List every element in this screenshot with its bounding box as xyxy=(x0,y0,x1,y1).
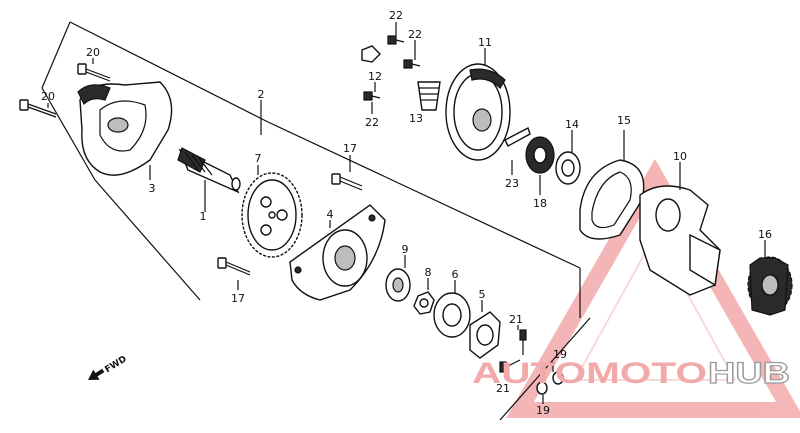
part-labels: 20 20 2 3 1 7 17 4 17 9 8 6 5 21 21 19 1… xyxy=(41,9,772,417)
bolt-22-lower xyxy=(363,91,381,101)
fwd-label: FWD xyxy=(103,354,128,375)
label-part-7: 7 xyxy=(255,152,262,165)
label-part-22-mid: 22 xyxy=(408,28,422,41)
label-part-16: 16 xyxy=(758,228,772,241)
label-part-21-lower: 21 xyxy=(496,382,510,395)
label-part-12: 12 xyxy=(368,70,382,83)
flange-part-10 xyxy=(639,185,721,296)
watermark-text: AUTOMOTO HUB xyxy=(472,356,791,390)
washer-19-upper xyxy=(552,371,564,385)
bolt-17-upper xyxy=(331,173,363,191)
label-part-1: 1 xyxy=(200,210,207,223)
label-part-22-lower: 22 xyxy=(365,116,379,129)
washer-19-lower xyxy=(536,381,548,395)
assembly-frame xyxy=(41,21,591,421)
label-part-20-lower: 20 xyxy=(41,90,55,103)
label-part-9: 9 xyxy=(402,243,409,256)
bolt-22-top xyxy=(387,35,405,45)
label-part-3: 3 xyxy=(149,182,156,195)
label-part-4: 4 xyxy=(327,208,334,221)
label-part-17-lower: 17 xyxy=(231,292,245,305)
watermark-text-secondary: HUB xyxy=(708,357,790,390)
label-part-18: 18 xyxy=(533,197,547,210)
label-part-22-top: 22 xyxy=(389,9,403,22)
label-part-19-upper: 19 xyxy=(553,348,567,361)
label-part-19-lower: 19 xyxy=(536,404,550,417)
label-part-23: 23 xyxy=(505,177,519,190)
cover-part-4 xyxy=(289,204,386,301)
plate-part-5 xyxy=(469,311,501,359)
label-part-20-upper: 20 xyxy=(86,46,100,59)
part-9 xyxy=(385,268,411,302)
label-part-5: 5 xyxy=(479,288,486,301)
housing-part-11 xyxy=(445,63,511,161)
label-part-21-upper: 21 xyxy=(509,313,523,326)
gear-part-7 xyxy=(241,172,303,258)
screw-21-upper xyxy=(519,329,527,355)
bolt-20-lower xyxy=(19,99,57,118)
fwd-arrow-icon xyxy=(88,368,105,380)
label-part-13: 13 xyxy=(409,112,423,125)
label-part-11: 11 xyxy=(478,36,492,49)
label-part-14: 14 xyxy=(565,118,579,131)
label-part-15: 15 xyxy=(617,114,631,127)
label-part-6: 6 xyxy=(452,268,459,281)
label-part-17-upper: 17 xyxy=(343,142,357,155)
part-12 xyxy=(361,45,381,63)
gasket-part-15 xyxy=(579,159,645,240)
bolt-22-mid xyxy=(403,59,421,69)
part-8 xyxy=(413,291,435,315)
pin-part-23 xyxy=(504,126,531,147)
screw-21-lower xyxy=(499,359,521,373)
watermark-triangle xyxy=(506,158,800,418)
label-part-8: 8 xyxy=(425,266,432,279)
cover-part-3 xyxy=(77,81,173,176)
starter-shaft-part-1 xyxy=(177,147,241,194)
leader-lines xyxy=(47,22,766,404)
collar-part-18 xyxy=(525,136,555,174)
label-part-2: 2 xyxy=(258,88,265,101)
label-part-10: 10 xyxy=(673,150,687,163)
spring-part-13 xyxy=(417,81,441,111)
bolt-17-lower xyxy=(217,257,251,276)
fwd-indicator: FWD xyxy=(88,354,129,380)
bolt-20-upper xyxy=(77,63,111,82)
gear-part-16 xyxy=(747,256,793,316)
watermark-text-primary: AUTOMOTO xyxy=(472,357,707,390)
plate-part-6 xyxy=(433,292,471,338)
washer-part-14 xyxy=(555,151,581,185)
